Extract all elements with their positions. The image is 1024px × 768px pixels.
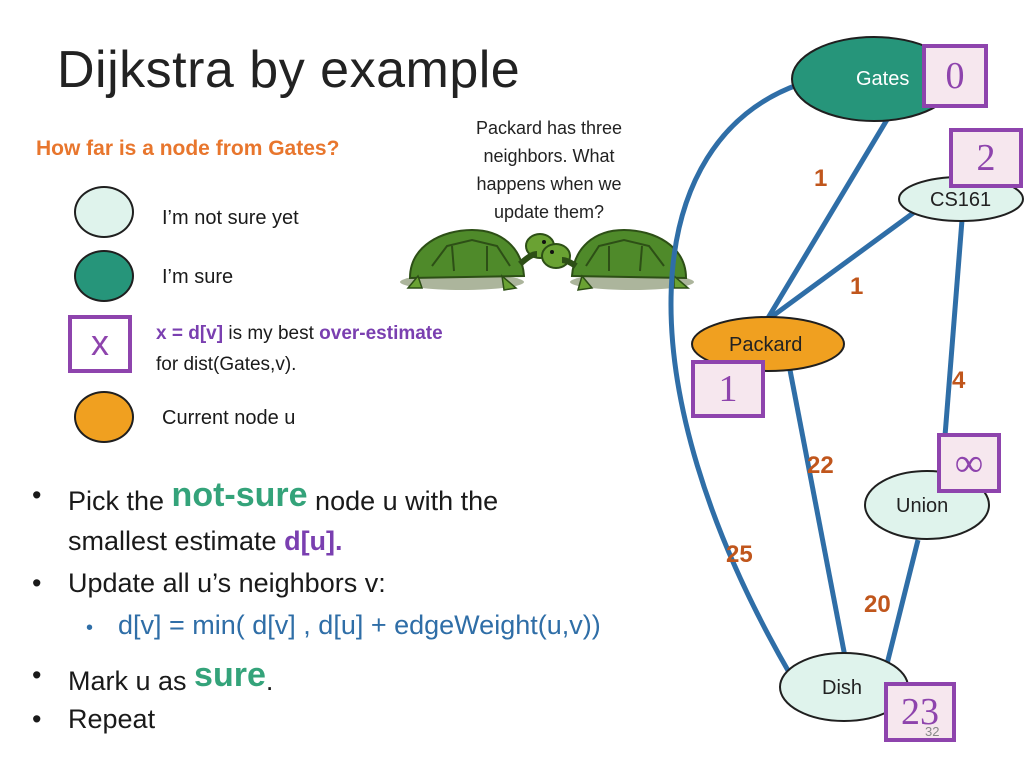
legend-not-sure-label: I’m not sure yet <box>162 207 299 229</box>
right-turtle-icon <box>541 228 694 291</box>
dist-box-cs161: 2 <box>949 128 1023 188</box>
edge-packard-cs161 <box>768 205 922 321</box>
weight-gates-dish: 25 <box>726 541 753 568</box>
node-cs161-label: CS161 <box>930 189 992 211</box>
estimate-definition: x = d[v] <box>156 323 224 344</box>
weight-gates-packard: 1 <box>814 165 828 192</box>
node-dish-label: Dish <box>822 677 863 699</box>
weight-cs161-union: 4 <box>952 367 966 394</box>
edge-gates-packard <box>765 116 891 320</box>
legend-current-circle <box>74 391 134 443</box>
sure-term: sure <box>194 656 266 694</box>
edge-packard-dish <box>787 369 849 663</box>
legend-current-label: Current node u <box>162 407 296 429</box>
step-update-formula: • d[v] = min( d[v] , d[u] + edgeWeight(u… <box>86 610 601 640</box>
packard-note: Packard has three neighbors. What happen… <box>475 118 623 222</box>
node-packard-label: Packard <box>729 334 803 356</box>
estimate-term: d[u]. <box>284 526 343 556</box>
left-turtle-icon <box>400 228 555 291</box>
estimate-connector: is my best <box>223 323 320 344</box>
weight-packard-dish: 22 <box>807 452 834 479</box>
edge-union-dish <box>883 539 921 669</box>
legend-sure-label: I’m sure <box>162 266 234 288</box>
legend-estimate-description: x = d[v] is my best over-estimate for di… <box>156 318 443 380</box>
legend-estimate-box: x <box>68 315 132 373</box>
over-estimate-term: over-estimate <box>319 323 443 344</box>
dist-box-packard: 1 <box>691 360 765 418</box>
question-text: How far is a node from Gates? <box>36 137 340 160</box>
turtles-illustration <box>400 228 694 291</box>
not-sure-term: not-sure <box>171 476 308 514</box>
weight-packard-cs161: 1 <box>850 273 864 300</box>
page-number: 32 <box>925 724 940 739</box>
node-packard <box>691 316 845 372</box>
dist-box-dish: 23 <box>884 682 956 742</box>
edge-cs161-union <box>939 219 965 475</box>
step-pick-line2: smallest estimate d[u]. <box>68 526 343 556</box>
node-gates-label: Gates <box>856 68 910 90</box>
dist-box-union: ∞ <box>937 433 1001 493</box>
node-union-label: Union <box>896 495 949 517</box>
slide-title: Dijkstra by example <box>57 41 521 99</box>
estimate-definition-line2: for dist(Gates,v). <box>156 354 297 375</box>
weight-union-dish: 20 <box>864 591 891 618</box>
legend-not-sure-circle <box>74 186 134 238</box>
edge-gates-dish <box>668 81 801 676</box>
legend-sure-circle <box>74 250 134 302</box>
dist-box-gates: 0 <box>922 44 988 108</box>
